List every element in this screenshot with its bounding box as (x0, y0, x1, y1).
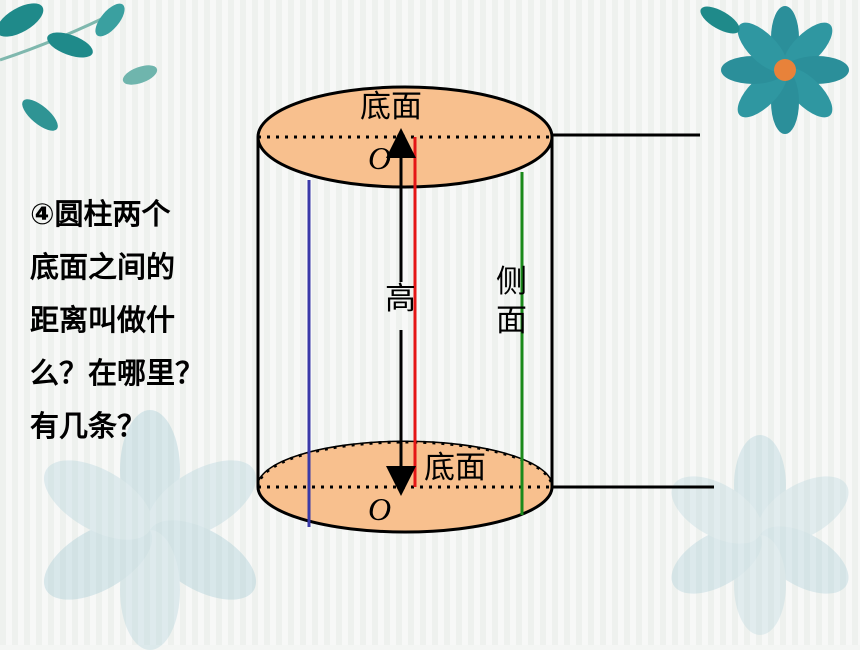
side-label-2: 面 (496, 303, 527, 339)
question-line-3: 距离叫做什 (30, 303, 176, 337)
question-line-1: ④圆柱两个 (30, 197, 171, 231)
bottom-base-hidden-edge (256, 440, 554, 488)
flower-decoration-bottom-left (43, 410, 257, 650)
height-label: 高 (385, 281, 416, 317)
bottom-base-label: 底面 (424, 450, 486, 486)
question-line-5: 有几条？ (30, 409, 147, 443)
question-line-2: 底面之间的 (30, 250, 176, 284)
flower-decoration-bottom-right (671, 435, 849, 635)
flower-decoration-top-right (700, 6, 849, 134)
center-point-bottom (397, 483, 405, 491)
top-base-label: 底面 (360, 89, 422, 125)
side-label-1: 侧 (496, 264, 527, 300)
center-top-label: O (368, 140, 391, 176)
leaf-decoration-top-left (0, 3, 158, 131)
question-line-4: 么？在哪里？ (30, 356, 205, 390)
center-bottom-label: O (368, 491, 391, 527)
question-text: ④圆柱两个 底面之间的 距离叫做什 么？在哪里？ 有几条？ (30, 188, 240, 453)
center-point-top (397, 133, 405, 141)
